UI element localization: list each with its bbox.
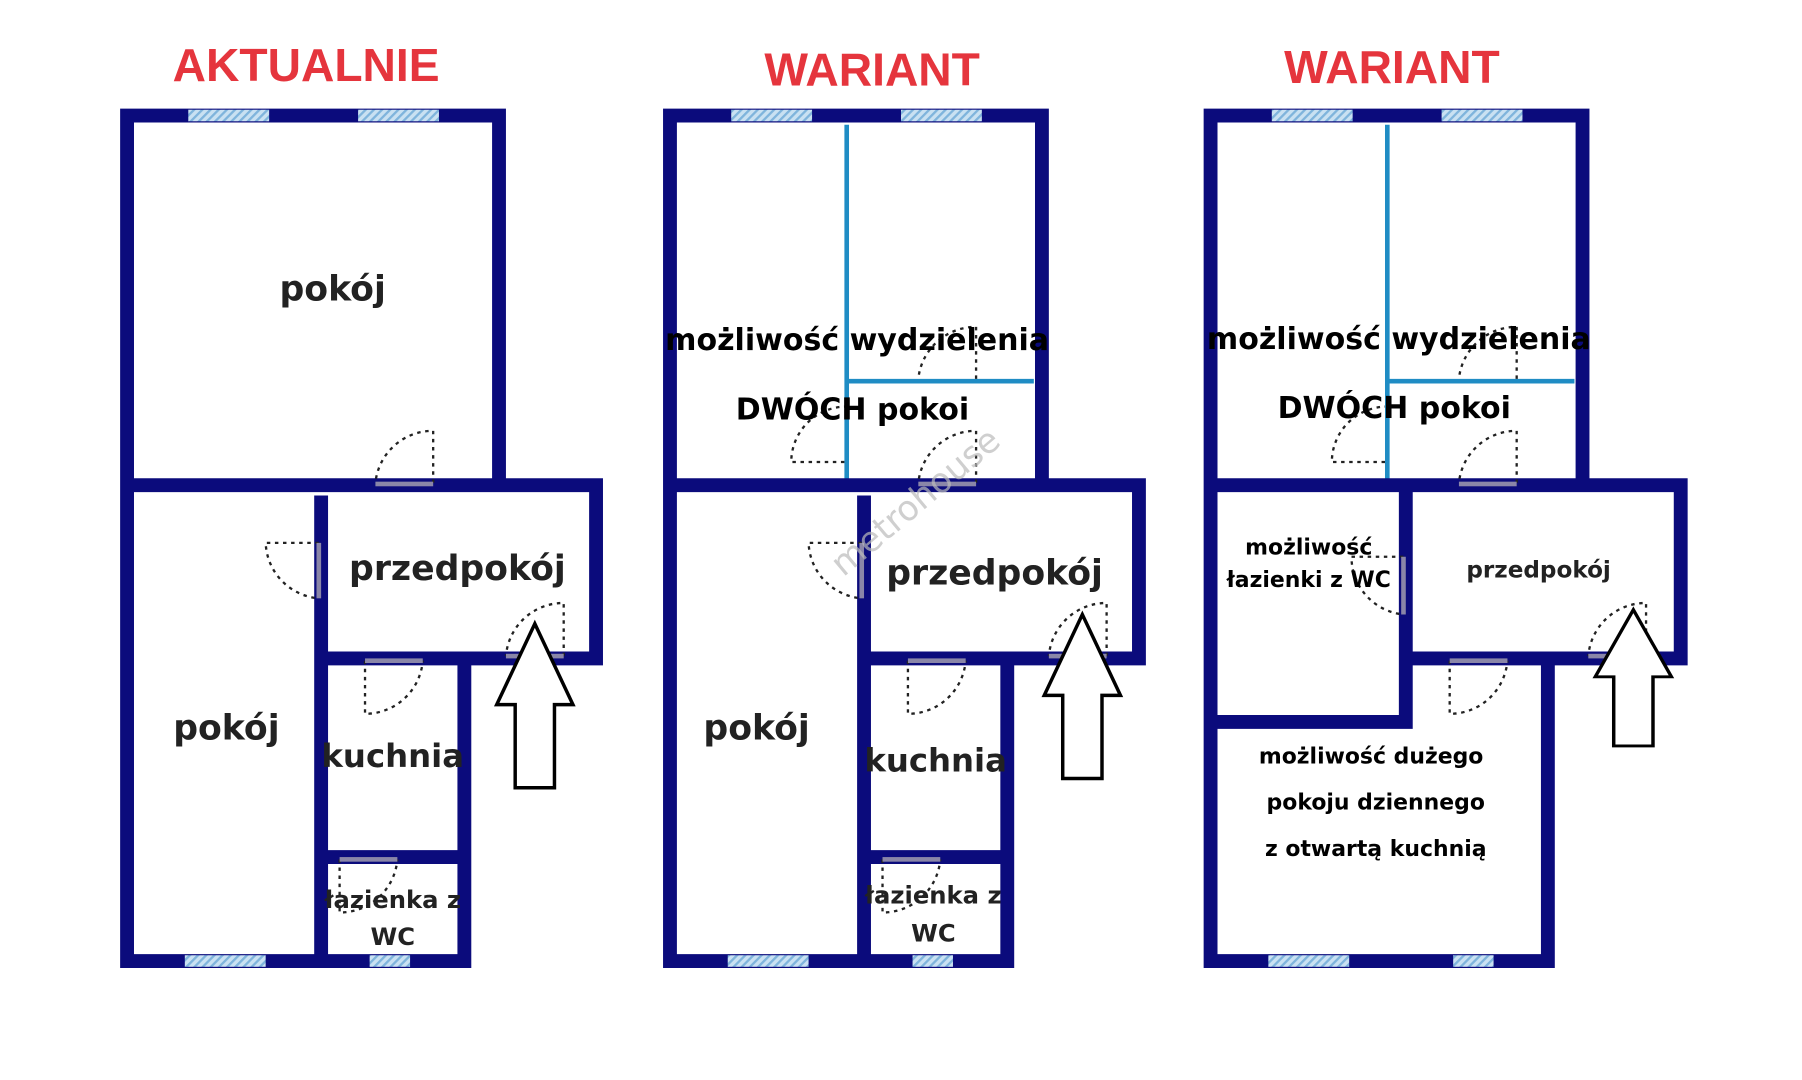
room-note: możliwość wydzielenia (1207, 322, 1591, 357)
door (1448, 658, 1509, 715)
room-label: pokój (173, 708, 279, 748)
window (188, 109, 270, 122)
window (901, 109, 982, 122)
door (906, 658, 967, 715)
room-label: przedpokój (886, 553, 1103, 593)
room-note: łazienki z WC (1226, 568, 1391, 593)
window (1268, 955, 1350, 967)
room-label: WC (370, 922, 415, 951)
door (917, 325, 978, 379)
door (374, 429, 435, 487)
door (1330, 405, 1386, 464)
room-note: DWÓCH pokoi (1278, 389, 1511, 426)
window (184, 955, 266, 967)
room-label: łazienka z (323, 885, 461, 914)
door (363, 658, 424, 715)
plan-variant-1: WARIANT możliwość wydzielenia DWÓCH poko… (663, 43, 1146, 968)
door (1350, 555, 1406, 616)
room-note: możliwość wydzielenia (665, 323, 1049, 358)
room-label: kuchnia (864, 742, 1007, 780)
room-note: DWÓCH pokoi (736, 390, 969, 427)
door (338, 857, 399, 914)
plan-title: WARIANT (764, 43, 980, 95)
door (264, 541, 322, 600)
room-label: pokój (703, 708, 809, 748)
room-note: z otwartą kuchnią (1265, 837, 1487, 862)
partition (844, 124, 1034, 480)
room-note: możliwość (1245, 535, 1372, 560)
entrance-arrow-icon (1042, 612, 1123, 781)
window (1271, 109, 1353, 122)
plan-title: AKTUALNIE (173, 39, 440, 91)
door (1457, 429, 1518, 487)
room-note: możliwość dużego (1259, 745, 1484, 770)
room-label: łazienka z (864, 880, 1002, 909)
room-label: kuchnia (321, 737, 464, 775)
window (1453, 955, 1494, 967)
window (369, 955, 411, 967)
window (727, 955, 809, 967)
partition (1384, 124, 1575, 480)
room-note: pokoju dziennego (1267, 791, 1485, 816)
walls (663, 108, 1146, 968)
door (807, 541, 865, 600)
plan-variant-2: WARIANT możliwość wydzielenia DWÓCH poko… (1203, 41, 1688, 968)
door (1457, 325, 1518, 379)
window (912, 955, 953, 967)
door (917, 429, 978, 487)
window (1441, 109, 1523, 122)
walls (1203, 108, 1688, 968)
entrance-arrow-icon (1593, 608, 1674, 748)
door (790, 405, 845, 464)
room-label: WC (911, 918, 956, 947)
plan-title: WARIANT (1284, 41, 1500, 93)
window (358, 109, 439, 122)
plan-current: AKTUALNIE pokój przedpokój pokój kuchnia… (120, 39, 603, 968)
room-label: pokój (279, 269, 385, 309)
window (731, 109, 813, 122)
walls (120, 108, 603, 968)
door (881, 857, 942, 914)
room-label: przedpokój (1466, 558, 1610, 584)
room-label: przedpokój (349, 549, 566, 589)
